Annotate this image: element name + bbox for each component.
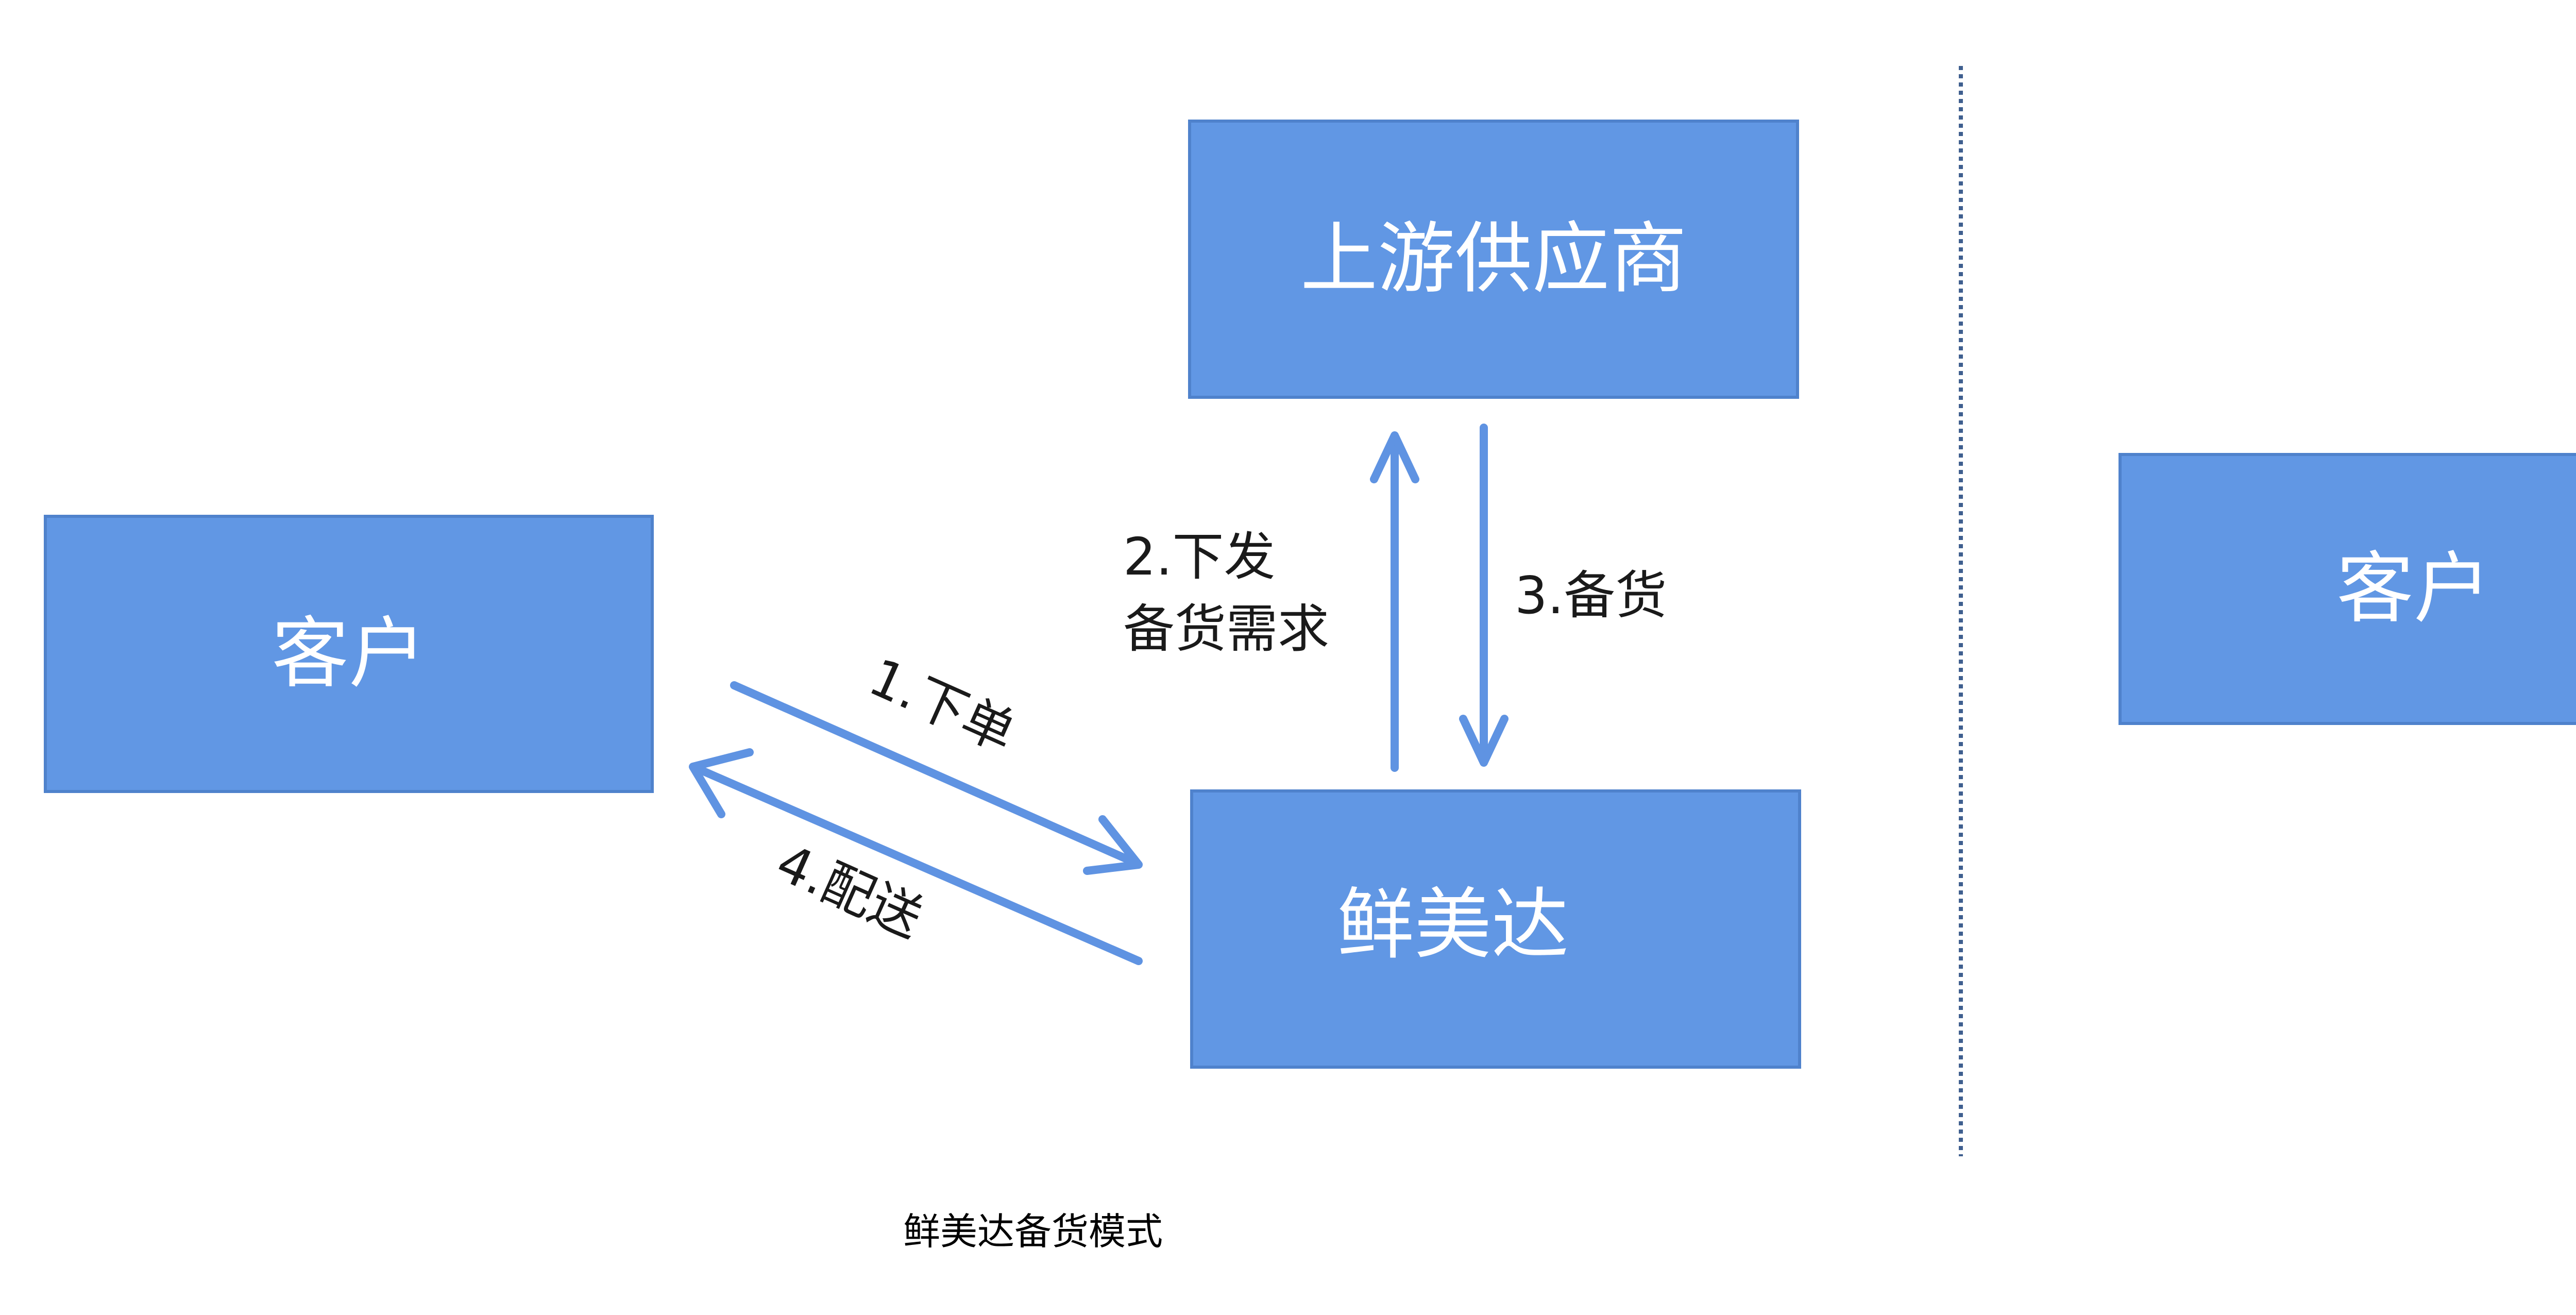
left-panel-stocking-mode: 客户 上游供应商 鲜美达 1.下单 4.配送 2.下发 备货需 — [44, 120, 1801, 1253]
left-demand-arrow — [1370, 431, 1419, 772]
left-xianmeida-label: 鲜美达 — [1337, 880, 1569, 970]
left-stock-label: 3.备货 — [1515, 565, 1667, 626]
left-demand-label-line2: 备货需求 — [1123, 599, 1329, 659]
left-supplier-node: 上游供应商 — [1188, 120, 1799, 399]
left-customer-node: 客户 — [44, 515, 654, 793]
left-order-arrow — [730, 681, 1143, 875]
left-stock-arrow — [1459, 424, 1509, 767]
right-customer-node: 客户 — [2119, 453, 2576, 725]
left-xianmeida-node: 鲜美达 — [1190, 789, 1801, 1069]
right-customer-label: 客户 — [2336, 544, 2491, 634]
left-order-label: 1.下单 — [860, 647, 1024, 764]
left-delivery-arrow — [689, 748, 1143, 965]
left-delivery-label: 4.配送 — [768, 832, 931, 949]
right-panel-direct-mode: 客户 上游供应商 鲜美达 1.下单 2.下发直调需求 3.配送 — [2119, 453, 2576, 725]
left-customer-label: 客户 — [272, 609, 426, 699]
left-demand-label-line1: 2.下发 — [1123, 527, 1275, 587]
left-caption: 鲜美达备货模式 — [903, 1210, 1163, 1253]
left-supplier-label: 上游供应商 — [1300, 214, 1687, 304]
